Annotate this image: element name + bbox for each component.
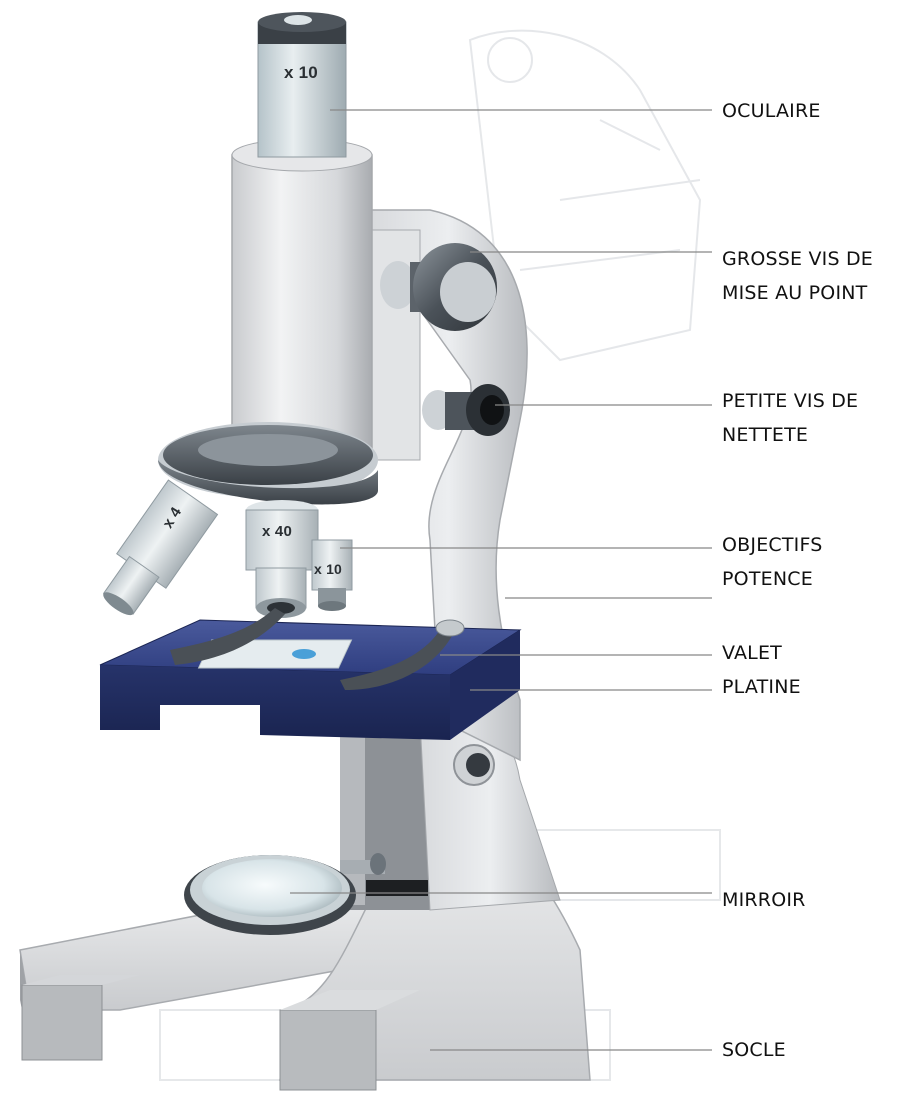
- objective-x40-shape: [246, 500, 318, 618]
- label-objectifs-potence: OBJECTIFS POTENCE: [722, 528, 823, 596]
- stage-shape: [100, 620, 520, 740]
- label-petite-vis: PETITE VIS DE NETTETE: [722, 384, 858, 452]
- pillar-shape: [340, 713, 560, 911]
- objective-x4-shape: [90, 480, 217, 626]
- nosepiece-shape: [158, 422, 378, 504]
- fine-knob-shape: [422, 384, 510, 436]
- label-oculaire: OCULAIRE: [722, 94, 821, 128]
- label-valet-platine: VALET PLATINE: [722, 636, 801, 704]
- objective-x40-text: x 40: [262, 522, 292, 542]
- label-mirroir: MIRROIR: [722, 883, 806, 917]
- eyepiece-magnification-text: x 10: [284, 62, 318, 84]
- label-socle: SOCLE: [722, 1033, 786, 1067]
- body-tube-shape: [232, 139, 372, 455]
- objective-x10-text: x 10: [314, 560, 342, 578]
- label-grosse-vis: GROSSE VIS DE MISE AU POINT: [722, 242, 873, 310]
- eyepiece-shape: [258, 12, 346, 157]
